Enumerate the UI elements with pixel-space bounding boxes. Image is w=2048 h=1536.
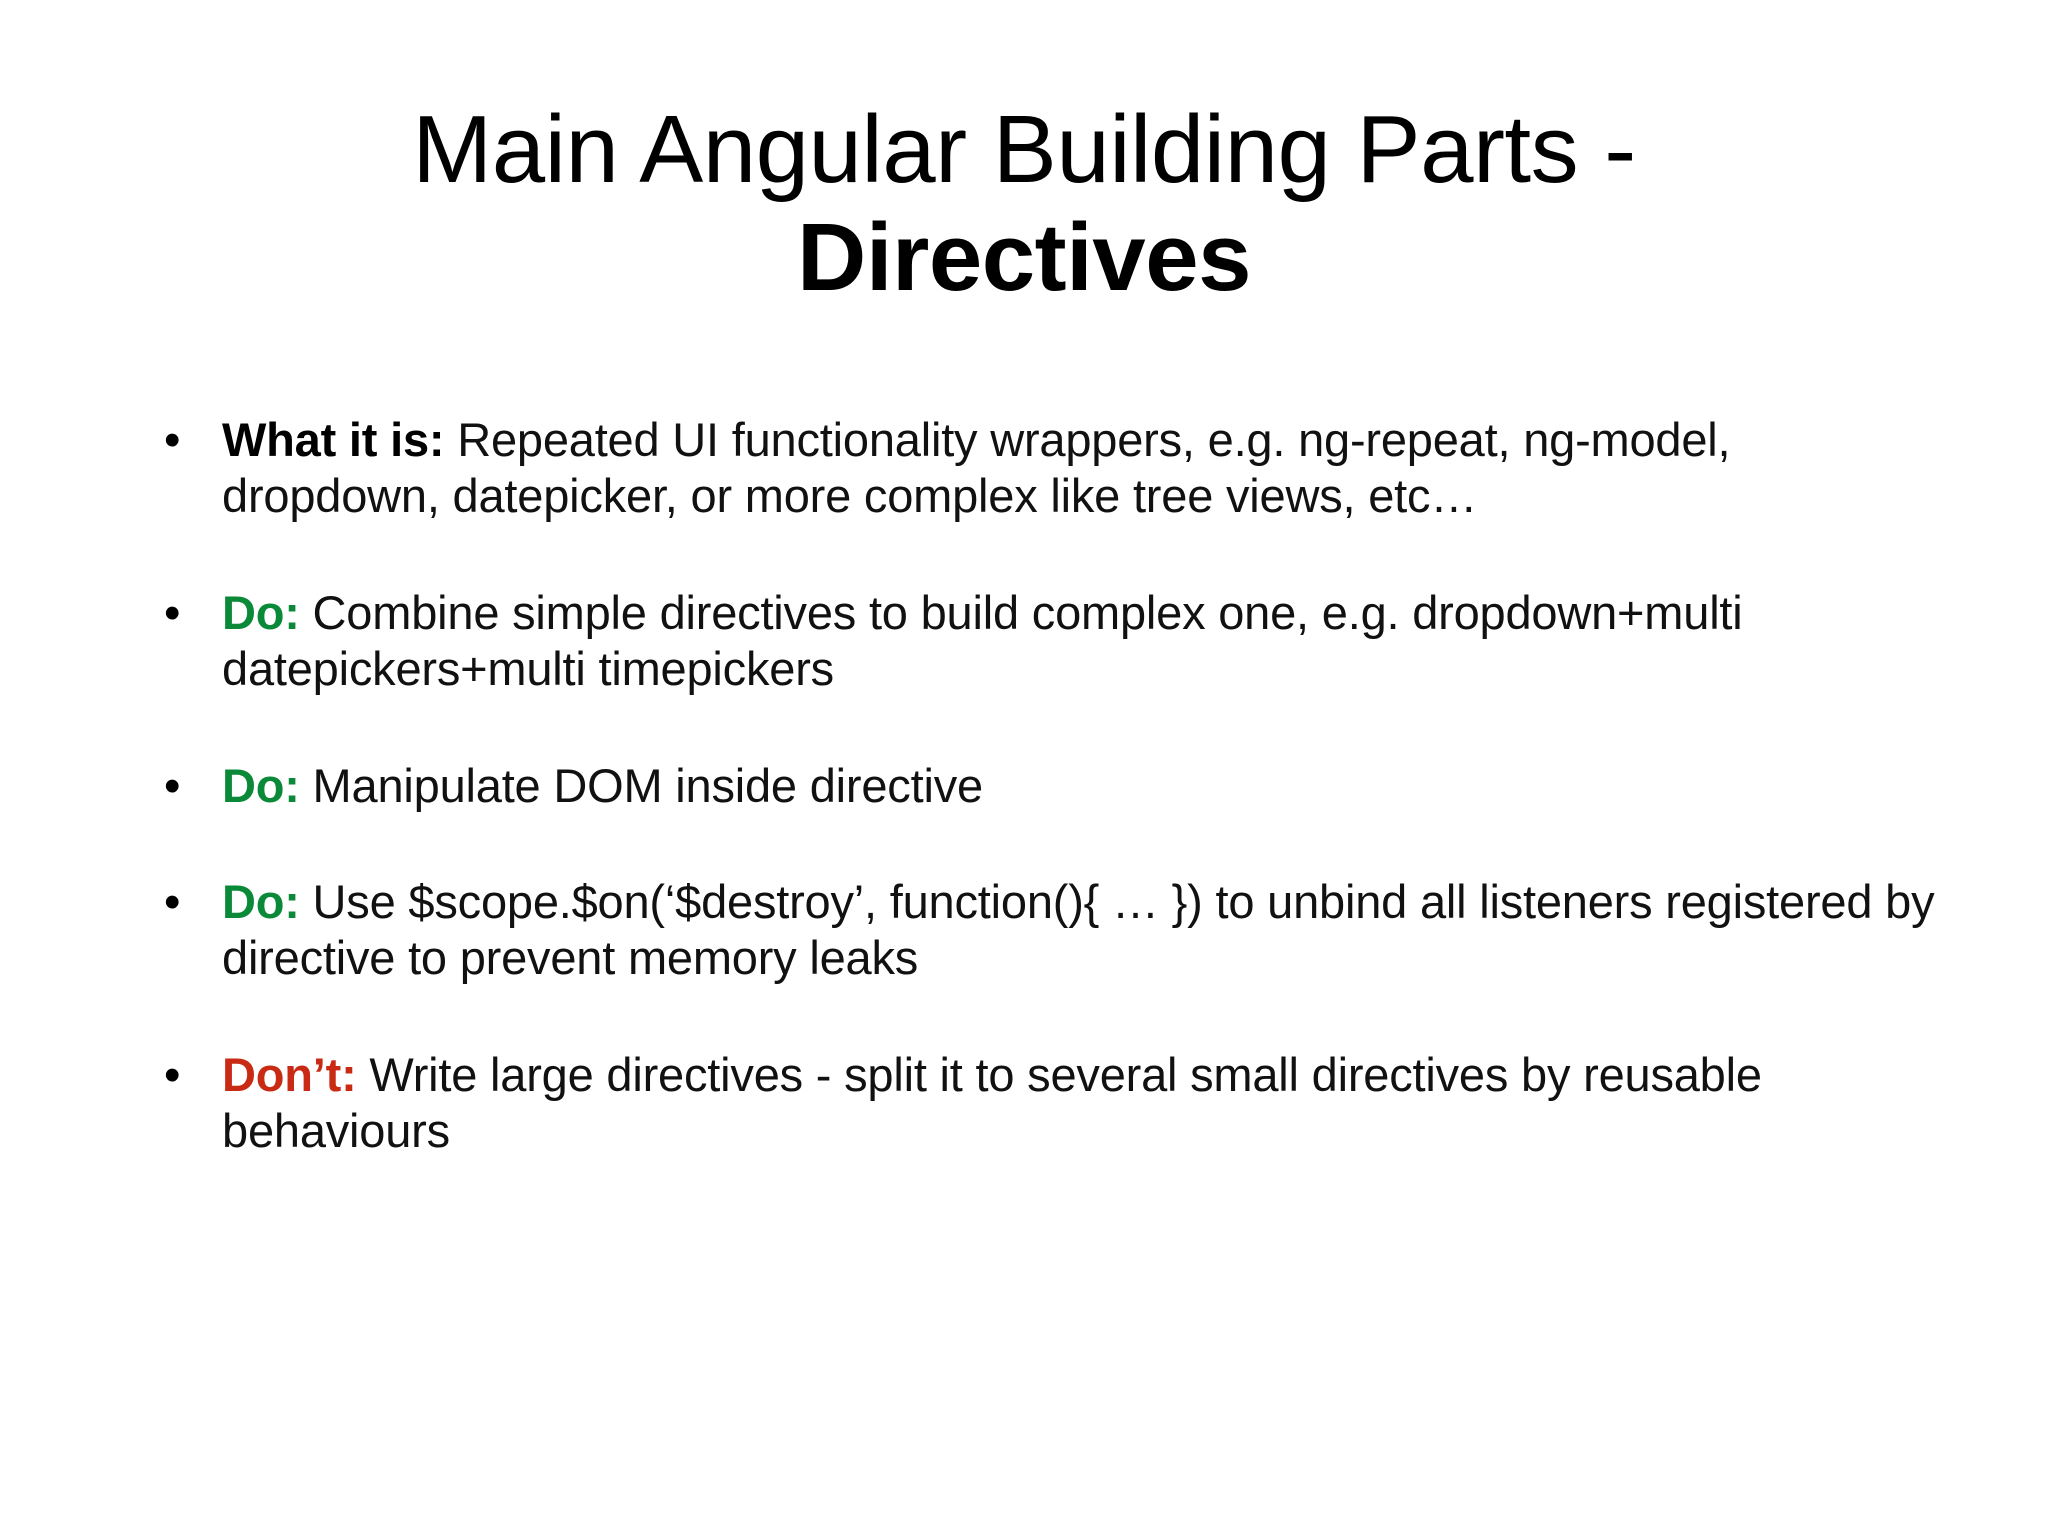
list-item-lead: What it is: [222,413,445,466]
list-item: • What it is: Repeated UI functionality … [150,412,1950,525]
list-item-lead: Do: [222,758,300,812]
list-item-text: Write large directives - split it to sev… [222,1047,1762,1158]
list-item-text: Use $scope.$on(‘$destroy’, function(){ …… [222,874,1935,985]
list-item: • Do: Manipulate DOM inside directive [150,758,1950,814]
list-item-text: Combine simple directives to build compl… [222,585,1743,696]
bullet-point-icon: • [164,758,181,812]
bullet-point-icon: • [164,413,181,466]
list-item: • Do: Use $scope.$on(‘$destroy’, functio… [150,874,1950,987]
bullet-point-icon: • [164,1047,181,1101]
list-item-lead: Don’t: [222,1047,357,1101]
list-item: • Don’t: Write large directives - split … [150,1047,1950,1160]
bullet-point-icon: • [164,874,181,928]
page-title-line-2: Directives [797,203,1251,311]
list-item-text: Repeated UI functionality wrappers, e.g.… [222,413,1731,523]
list-item-lead: Do: [222,874,300,928]
bullet-point-icon: • [164,585,181,639]
list-item: • Do: Combine simple directives to build… [150,585,1950,698]
page-title-line-1: Main Angular Building Parts - [412,96,1636,203]
list-item-text: Manipulate DOM inside directive [299,758,984,812]
bullet-list: • What it is: Repeated UI functionality … [150,412,1950,1160]
page-title: Main Angular Building Parts - Directives [0,96,2048,311]
list-item-lead: Do: [222,585,300,639]
